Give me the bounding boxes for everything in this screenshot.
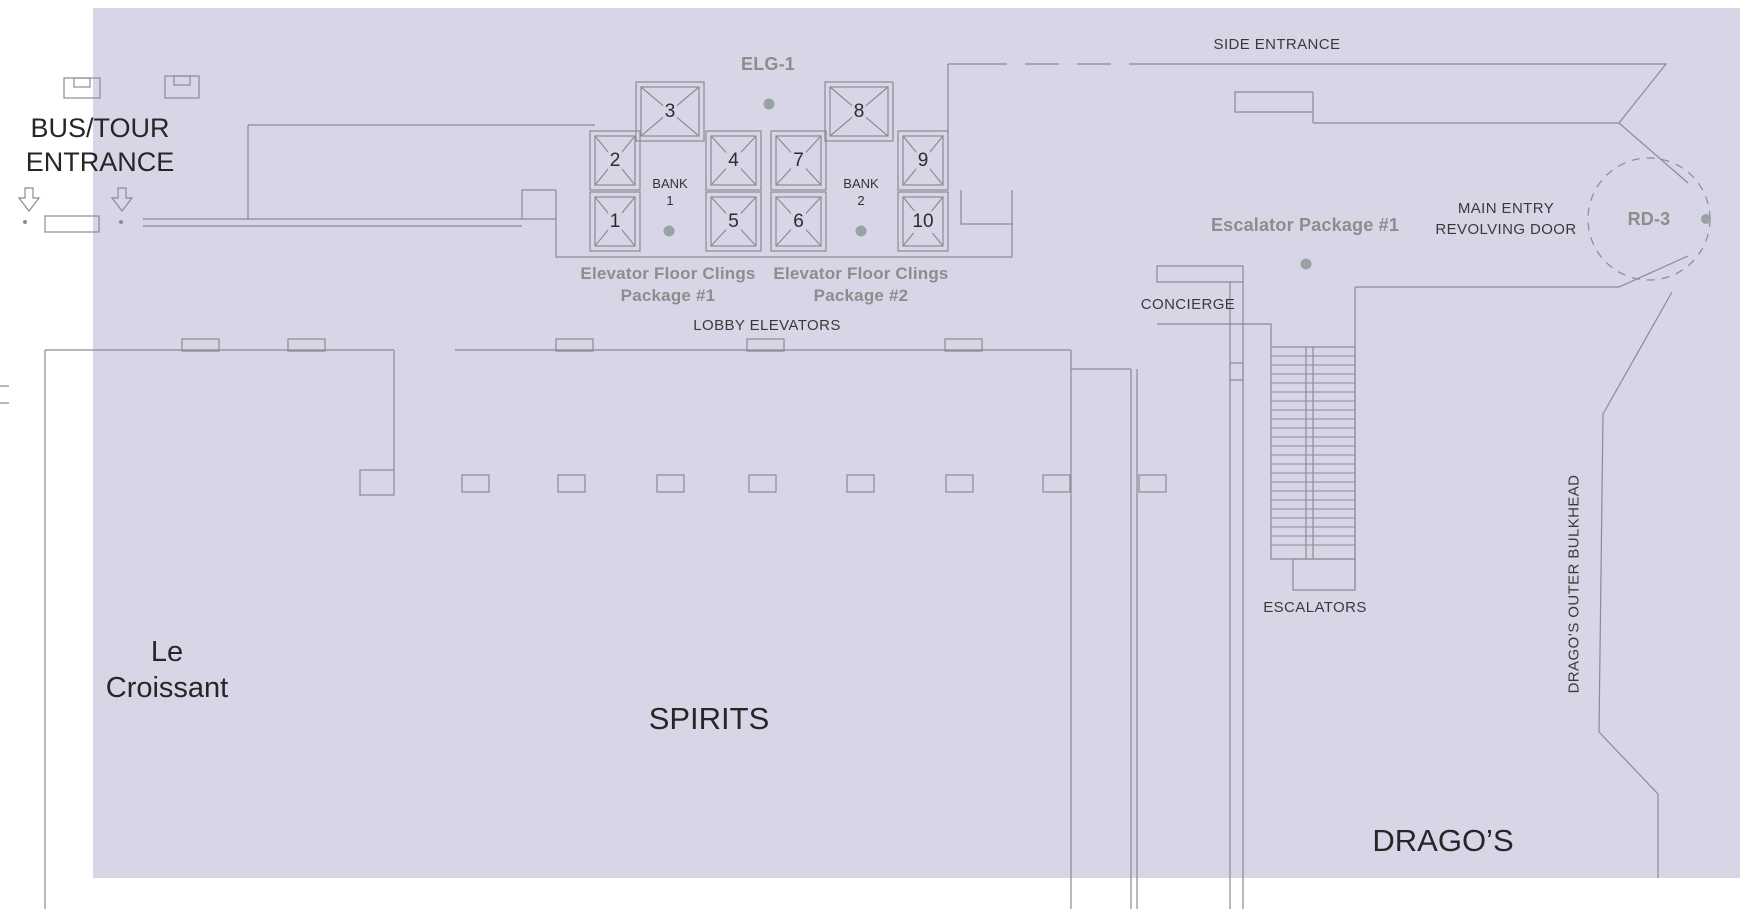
dragos-outer-bulkhead-label: DRAGO’S OUTER BULKHEAD <box>1565 474 1583 694</box>
elevator-4-number: 4 <box>726 149 741 172</box>
concierge-label: CONCIERGE <box>1140 296 1236 313</box>
elevator-8-number: 8 <box>851 100 867 123</box>
side-entrance-label: SIDE ENTRANCE <box>1213 36 1341 53</box>
elg1-package-label: ELG-1 <box>740 54 795 74</box>
elevator-10-number: 10 <box>910 210 936 233</box>
dragos-label: DRAGO’S <box>1372 823 1514 858</box>
entrance-arrow-icons <box>17 187 134 212</box>
elevator-3-number: 3 <box>662 100 678 123</box>
lobby-walls <box>44 338 1138 909</box>
main-entry-walls <box>1354 122 1711 587</box>
concierge-desk <box>1156 265 1244 283</box>
escalator-steps <box>1271 355 1355 546</box>
elevator-7-number: 7 <box>791 149 806 172</box>
escalator-walls <box>1270 346 1356 591</box>
elevator-bank1-label: BANK 1 <box>652 176 688 208</box>
elevator-2-number: 2 <box>607 149 623 172</box>
revolving-door-marker-dot <box>1701 214 1711 224</box>
bus-entrance-walls <box>0 75 595 404</box>
dragos-bulkhead-wall <box>1598 291 1673 878</box>
clings1-marker-dot <box>663 225 675 237</box>
elevator-clings-package2-label: Elevator Floor Clings Package #2 <box>773 264 949 306</box>
escalator-package-marker-dot <box>1300 258 1312 270</box>
elevator-5-number: 5 <box>726 210 741 233</box>
elg1-marker-dot <box>763 98 775 110</box>
bus-tour-entrance-label: BUS/TOUR ENTRANCE <box>25 113 175 177</box>
main-entry-label: MAIN ENTRY REVOLVING DOOR <box>1435 200 1577 238</box>
concierge-walls <box>1156 265 1272 909</box>
clings2-marker-dot <box>855 225 867 237</box>
floor-columns <box>359 469 1167 496</box>
spirits-label: SPIRITS <box>648 701 770 736</box>
elevator-core-walls <box>521 63 1013 258</box>
elevator-9-number: 9 <box>915 149 931 172</box>
elevator-6-number: 6 <box>791 210 806 233</box>
lobby-elevators-label: LOBBY ELEVATORS <box>693 317 841 334</box>
elevator-1-number: 1 <box>607 210 623 233</box>
elevator-bank2-label: BANK 2 <box>843 176 879 208</box>
elevator-shaft-1 <box>589 191 641 252</box>
package-marker-dots <box>663 98 1312 270</box>
escalators-label: ESCALATORS <box>1263 599 1367 616</box>
le-croissant-label: Le Croissant <box>105 636 229 705</box>
side-entrance-walls <box>1163 63 1668 124</box>
elevator-clings-package1-label: Elevator Floor Clings Package #1 <box>580 264 756 306</box>
down-arrow-icon <box>110 187 134 212</box>
down-arrow-icon <box>17 187 41 212</box>
revolving-door-id-label: RD-3 <box>1627 209 1671 229</box>
escalator-package-label: Escalator Package #1 <box>1210 215 1400 235</box>
elevator-shafts <box>589 81 949 252</box>
